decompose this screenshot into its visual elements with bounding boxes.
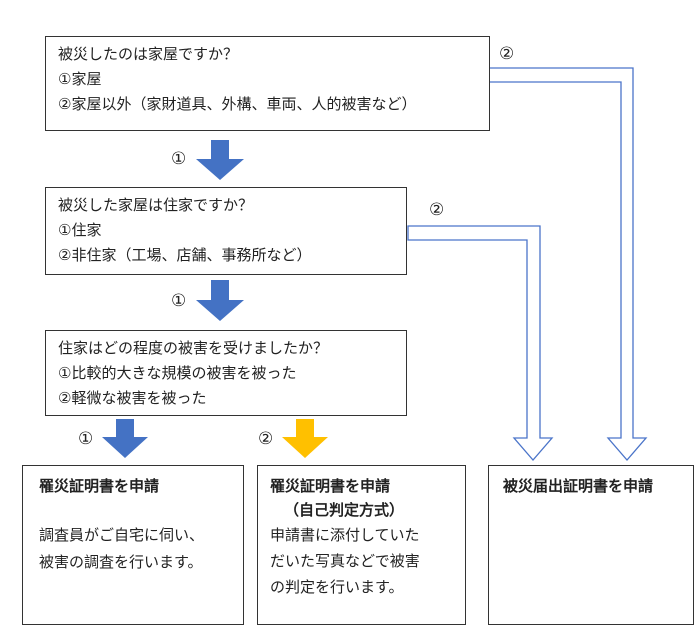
label-q3-large: ①: [78, 429, 94, 449]
result-1-body-line-1: 調査員がご自宅に伺い、: [39, 526, 205, 544]
question-3-option-2: ②軽微な被害を被った: [58, 389, 207, 407]
question-1-option-2: ②家屋以外（家財道具、外構、車両、人的被害など）: [58, 95, 417, 113]
question-3-title: 住家はどの程度の被害を受けましたか？: [58, 339, 329, 357]
label-q1-yes: ①: [171, 149, 187, 169]
question-2-option-1: ①住家: [58, 221, 102, 239]
result-2-box: 罹災証明書を申請 （自己判定方式） 申請書に添付していた だいた写真などで被害 …: [257, 465, 466, 625]
arrow-q1-no-to-result3: [487, 67, 648, 461]
label-q1-no: ②: [499, 44, 515, 64]
result-1-body: 調査員がご自宅に伺い、 被害の調査を行います。: [39, 522, 243, 576]
question-1-box: 被災したのは家屋ですか？ ①家屋 ②家屋以外（家財道具、外構、車両、人的被害など…: [45, 36, 490, 131]
result-3-title: 被災届出証明書を申請: [503, 477, 654, 495]
result-2-body-line-1: 申請書に添付していた: [270, 526, 420, 544]
result-2-body-line-2: だいた写真などで被害: [270, 552, 420, 570]
question-2-option-2: ②非住家（工場、店舗、事務所など）: [58, 246, 312, 264]
result-2-subtitle: （自己判定方式）: [284, 501, 405, 519]
arrow-q1-to-q2: [196, 140, 244, 180]
label-q3-minor: ②: [258, 429, 274, 449]
arrow-q3-to-result1: [102, 419, 148, 458]
arrow-q2-no-to-result3: [407, 225, 554, 461]
question-3-option-1: ①比較的大きな規模の被害を被った: [58, 364, 297, 382]
arrow-q3-to-result2: [282, 419, 328, 458]
question-2-title: 被災した家屋は住家ですか？: [58, 196, 254, 214]
result-2-body-line-3: の判定を行います。: [270, 578, 404, 596]
question-3-box: 住家はどの程度の被害を受けましたか？ ①比較的大きな規模の被害を被った ②軽微な…: [45, 330, 407, 416]
label-q2-yes: ①: [171, 291, 187, 311]
question-1-option-1: ①家屋: [58, 70, 102, 88]
result-1-title: 罹災証明書を申請: [39, 477, 160, 495]
question-2-box: 被災した家屋は住家ですか？ ①住家 ②非住家（工場、店舗、事務所など）: [45, 187, 407, 275]
result-1-box: 罹災証明書を申請 調査員がご自宅に伺い、 被害の調査を行います。: [22, 465, 244, 625]
result-1-body-line-2: 被害の調査を行います。: [39, 553, 203, 571]
result-3-box: 被災届出証明書を申請: [488, 465, 694, 625]
label-q2-no: ②: [429, 200, 445, 220]
question-1-title: 被災したのは家屋ですか？: [58, 45, 239, 63]
result-2-title: 罹災証明書を申請: [270, 477, 391, 495]
arrow-q2-to-q3: [196, 280, 244, 321]
